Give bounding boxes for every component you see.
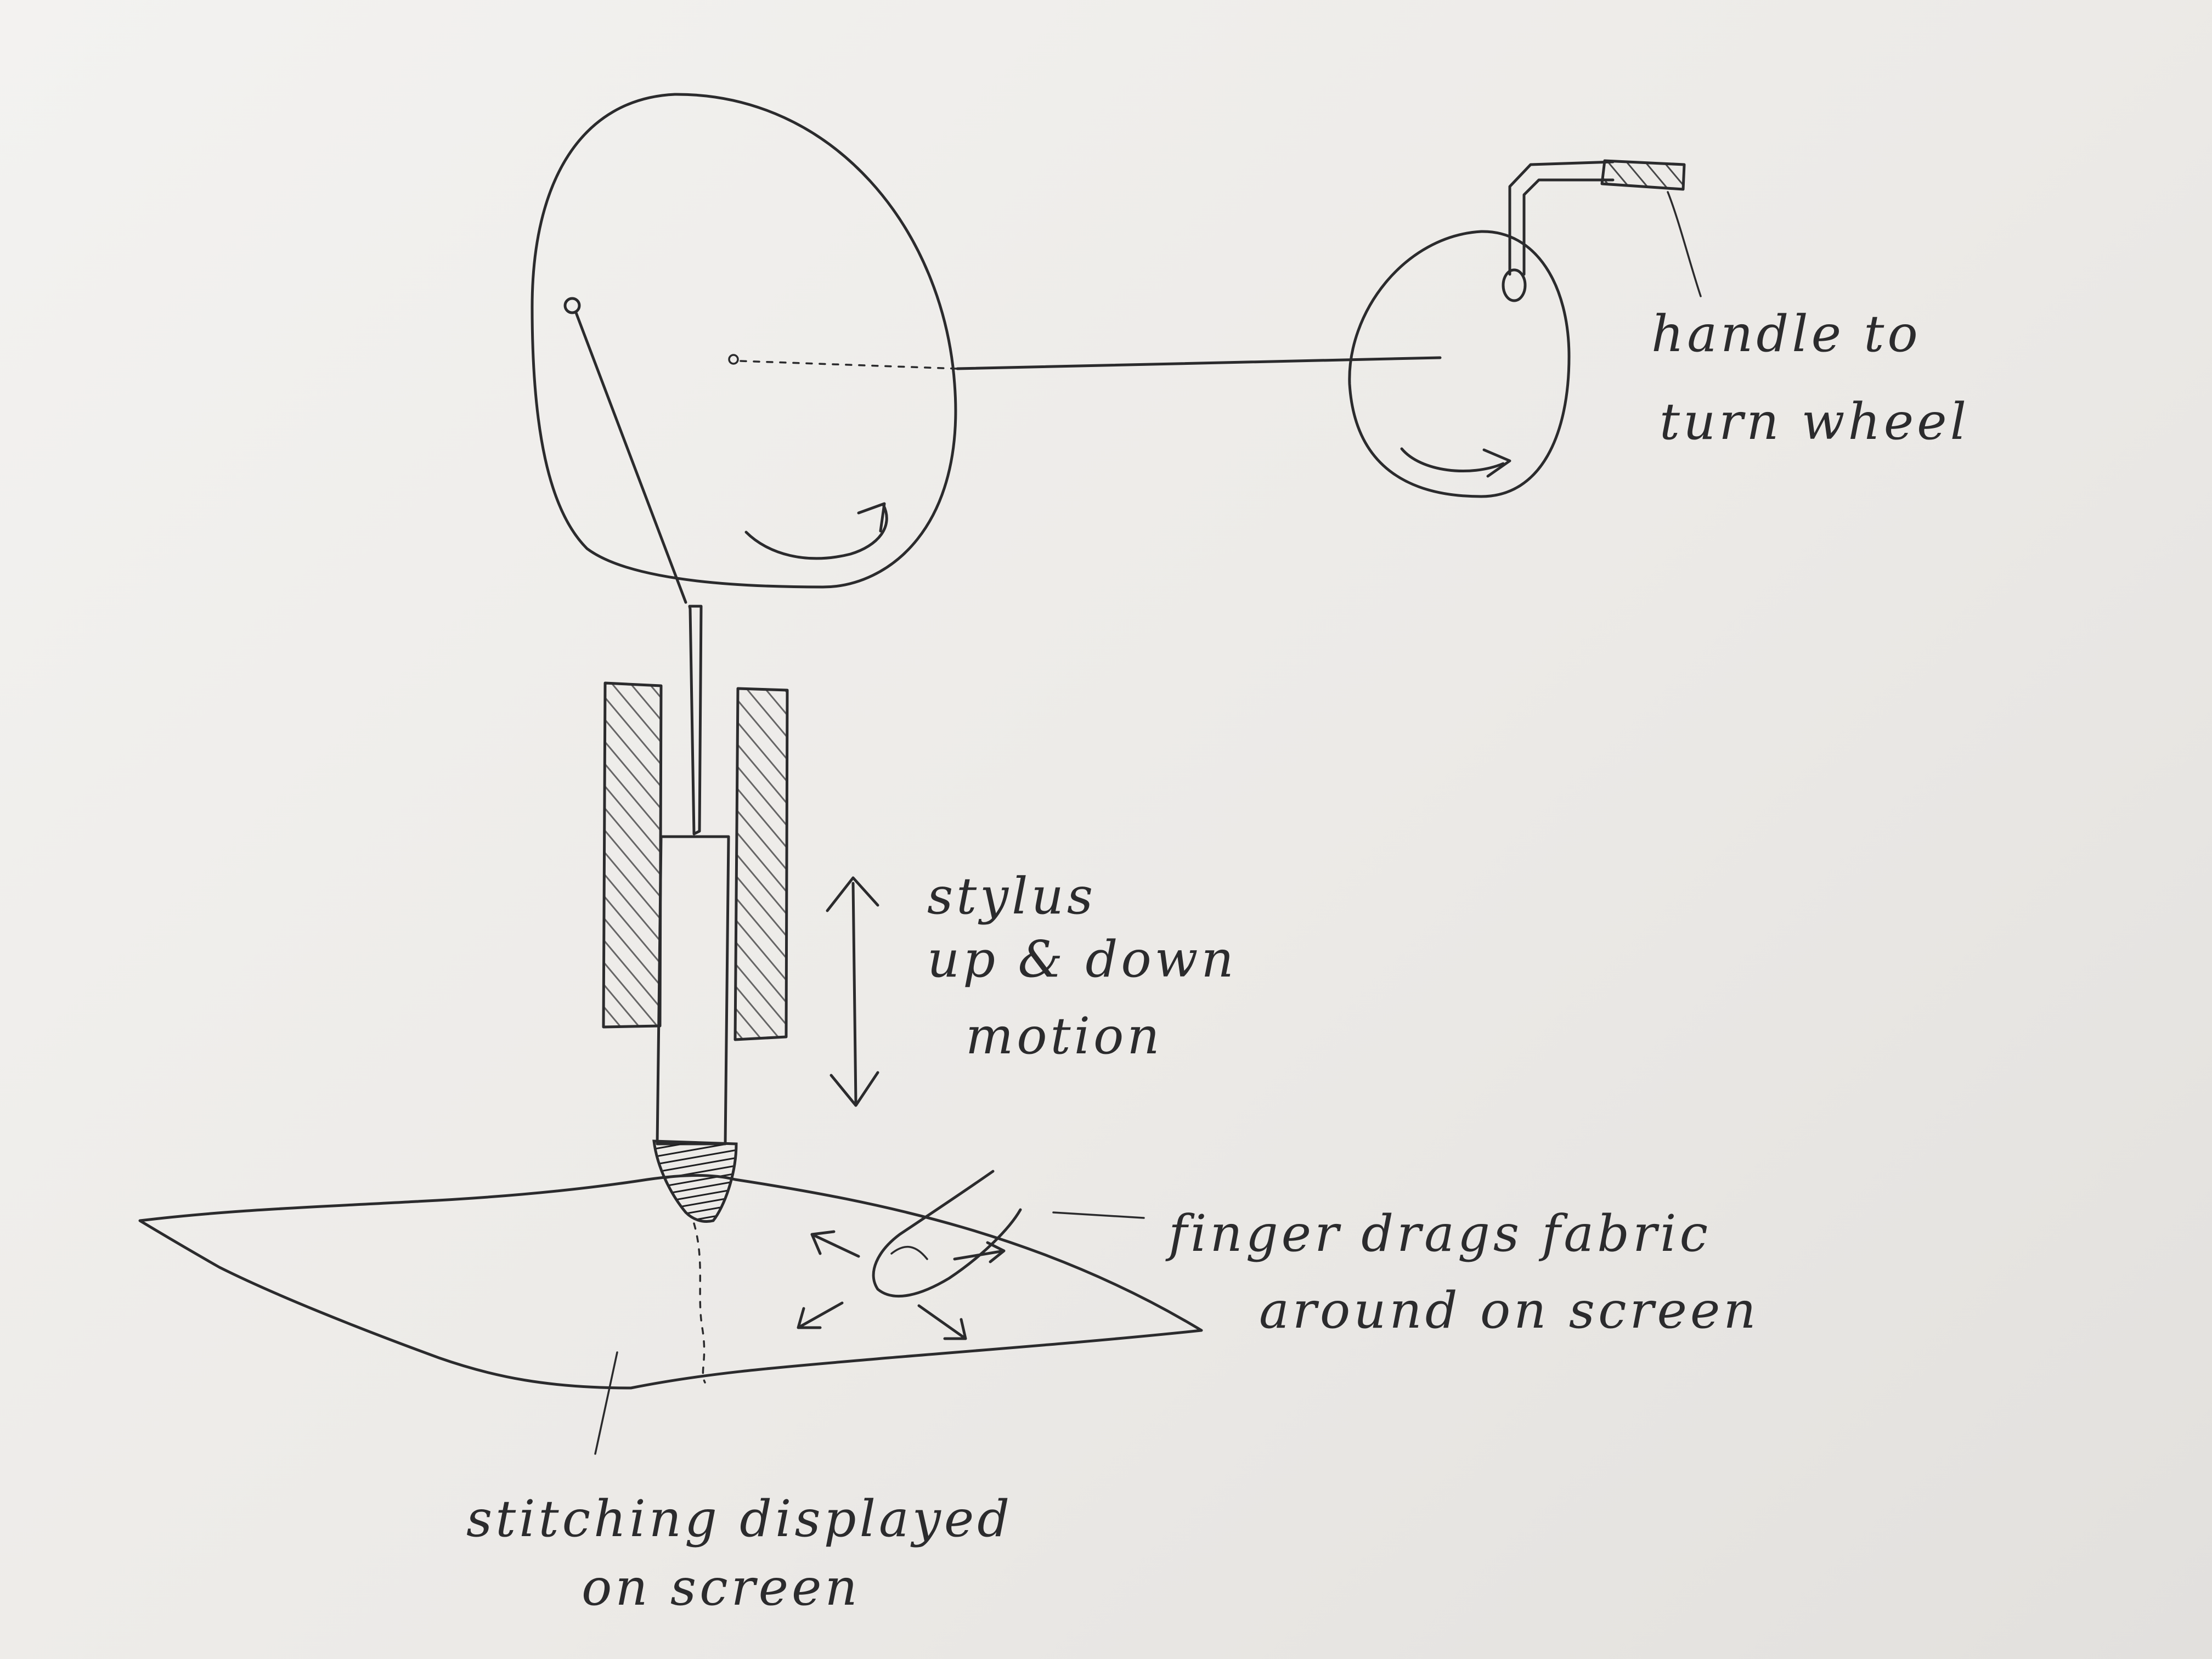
- stylus-body: [656, 835, 730, 1146]
- label-stitching: stitching displayed on screen: [466, 1489, 1013, 1617]
- up-down-arrow: [826, 876, 879, 1107]
- finger-outline: [872, 1170, 1022, 1298]
- label-stylus-line2: up & down: [927, 930, 1237, 989]
- rotation-arrow-small-head: [1482, 448, 1511, 478]
- handle-leader: [1667, 191, 1702, 297]
- up-down-arrow-shaft: [851, 882, 857, 1104]
- drag-arrow-down-right: [917, 1304, 967, 1340]
- drag-arrow-right: [953, 1241, 1006, 1263]
- label-stitching-line1: stitching displayed: [466, 1489, 1013, 1548]
- drag-arrow-up-left: [810, 1230, 860, 1258]
- guide-sleeves: [602, 681, 789, 1041]
- stitch-line: [693, 1222, 706, 1384]
- handle-arm: [1508, 160, 1615, 276]
- label-handle-line2: turn wheel: [1660, 392, 1970, 451]
- large-wheel: [531, 93, 957, 589]
- label-stylus-line3: motion: [966, 1007, 1163, 1065]
- crank-handle: [1508, 159, 1686, 276]
- rotation-arrow-small: [1400, 447, 1505, 472]
- shaft-hidden-segment: [740, 360, 958, 370]
- label-finger-line2: around on screen: [1259, 1281, 1759, 1340]
- stylus: [652, 835, 738, 1223]
- large-wheel-outline: [531, 93, 957, 589]
- drag-arrow-down-left: [797, 1301, 844, 1329]
- small-wheel: [1348, 230, 1571, 498]
- finger: [797, 1170, 1022, 1340]
- rod-link: [574, 311, 687, 604]
- label-stylus-line1: stylus: [927, 867, 1096, 926]
- down-arrow-head: [830, 1071, 879, 1107]
- small-wheel-outline: [1348, 230, 1571, 498]
- rotation-arrow-large-head: [857, 502, 886, 533]
- fabric-outline: [138, 1174, 1203, 1390]
- handle-pivot: [1502, 268, 1527, 302]
- fabric-sheet: [138, 1174, 1203, 1390]
- crank-pin: [563, 297, 581, 314]
- left-guide-sleeve-hatching: [603, 683, 661, 1027]
- shaft-visible-segment: [956, 356, 1442, 370]
- finger-leader: [1052, 1211, 1145, 1219]
- leader-lines: [594, 191, 1702, 1455]
- finger-crease: [890, 1245, 928, 1260]
- stitching-leader: [594, 1351, 618, 1455]
- right-guide-sleeve-hatching: [735, 689, 787, 1040]
- connecting-rod: [574, 311, 703, 836]
- label-handle-line1: handle to: [1651, 304, 1921, 363]
- up-arrow-head: [826, 876, 879, 912]
- label-handle: handle to turn wheel: [1651, 304, 1970, 451]
- stylus-tip: [652, 1139, 738, 1223]
- label-stylus: stylus up & down motion: [927, 867, 1237, 1065]
- wheel-axle: [728, 354, 739, 365]
- label-stitching-line2: on screen: [582, 1558, 861, 1617]
- rotation-arrow-large: [744, 503, 888, 560]
- handle-grip-hatching: [1602, 161, 1684, 189]
- label-finger: finger drags fabric around on screen: [1165, 1204, 1759, 1340]
- upper-plunger: [688, 605, 703, 836]
- label-finger-line1: finger drags fabric: [1165, 1204, 1711, 1263]
- drive-shaft: [740, 356, 1442, 370]
